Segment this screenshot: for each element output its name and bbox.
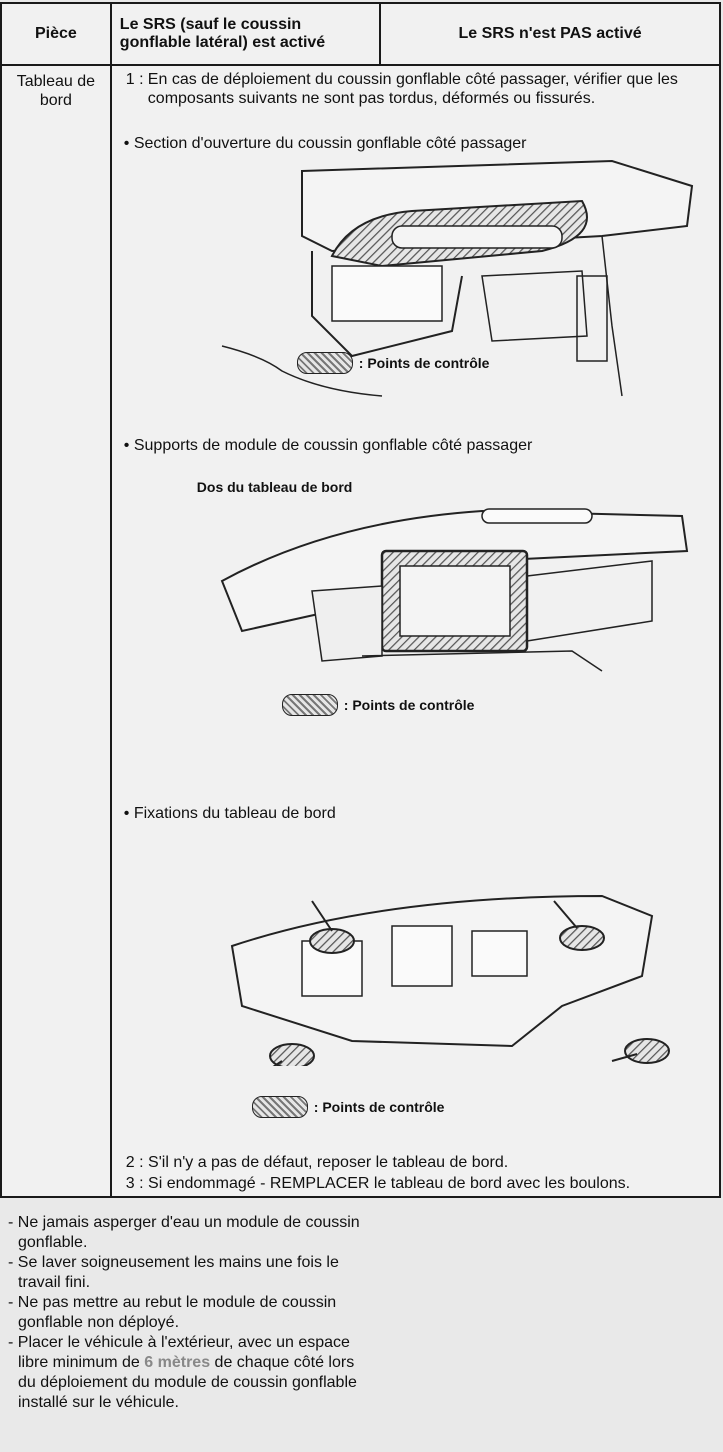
note-item: - Se laver soigneusement les mains une f… bbox=[8, 1254, 339, 1291]
table-header-row: Pièce Le SRS (sauf le coussin gonflable … bbox=[0, 2, 721, 66]
note-4-part-b: de chaque côté lors du déploiement du mo… bbox=[18, 1354, 357, 1411]
step-1: 1 : En cas de déploiement du coussin gon… bbox=[126, 70, 701, 108]
legend-fixations-text: : Points de contrôle bbox=[313, 1098, 445, 1115]
step-2: 2 : S'il n'y a pas de défaut, reposer le… bbox=[125, 1154, 509, 1171]
hatch-legend-icon bbox=[296, 352, 353, 374]
inspection-table: Pièce Le SRS (sauf le coussin gonflable … bbox=[0, 2, 722, 1198]
step-1-number: 1 : bbox=[125, 71, 144, 88]
legend-opening: : Points de contrôle bbox=[296, 352, 490, 374]
note-item: - Ne pas mettre au rebut le module de co… bbox=[8, 1294, 337, 1331]
header-srs-not-active: Le SRS n'est PAS activé bbox=[379, 2, 721, 66]
legend-fixations: : Points de contrôle bbox=[251, 1096, 445, 1118]
hatch-legend-icon bbox=[251, 1096, 308, 1118]
hatch-legend-icon bbox=[281, 694, 338, 716]
step-3: 3 : Si endommagé - REMPLACER le tableau … bbox=[125, 1175, 631, 1192]
step-1-text: En cas de déploiement du coussin gonflab… bbox=[147, 71, 678, 107]
safety-notes: - Ne jamais asperger d'eau un module de … bbox=[0, 1205, 363, 1413]
header-srs-active: Le SRS (sauf le coussin gonflable latéra… bbox=[109, 2, 382, 66]
header-piece: Pièce bbox=[0, 2, 112, 66]
piece-cell: Tableau de bord bbox=[0, 64, 112, 1198]
legend-opening-text: : Points de contrôle bbox=[358, 354, 490, 371]
note-item: - Placer le véhicule à l'extérieur, avec… bbox=[8, 1333, 363, 1413]
legend-supports: : Points de contrôle bbox=[281, 694, 475, 716]
section-opening: • Section d'ouverture du coussin gonflab… bbox=[123, 135, 527, 152]
legend-supports-text: : Points de contrôle bbox=[343, 696, 475, 713]
note-4-part-a: - Placer le véhicule à l'extérieur, avec… bbox=[8, 1334, 350, 1371]
fixations-diagram bbox=[230, 894, 670, 1066]
section-fixations: • Fixations du tableau de bord bbox=[123, 805, 336, 822]
procedure-cell: 1 : En cas de déploiement du coussin gon… bbox=[109, 64, 722, 1198]
section-supports: • Supports de module de coussin gonflabl… bbox=[123, 437, 533, 454]
caption-dashboard-back: Dos du tableau de bord bbox=[196, 479, 353, 495]
table-row: Tableau de bord 1 : En cas de déploiemen… bbox=[0, 64, 722, 1198]
opening-section-diagram bbox=[221, 159, 693, 397]
supports-diagram bbox=[220, 508, 688, 672]
note-item: - Ne jamais asperger d'eau un module de … bbox=[8, 1214, 360, 1251]
note-4-highlight: 6 mètres bbox=[144, 1354, 211, 1371]
